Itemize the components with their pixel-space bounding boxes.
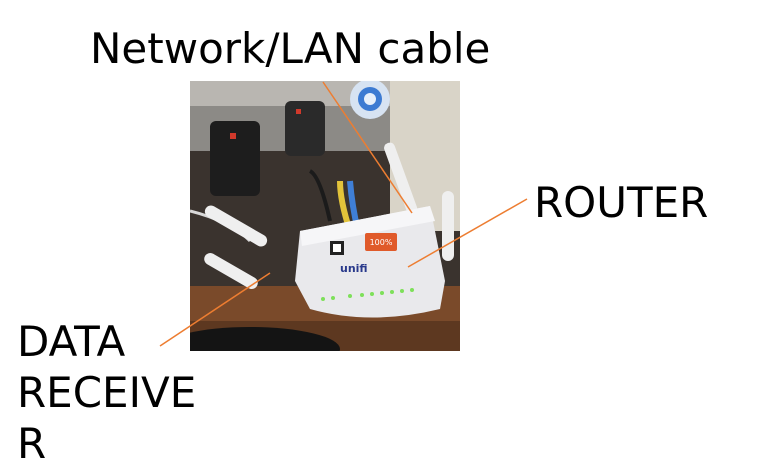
badge-text: 100% xyxy=(370,238,393,247)
network-lan-cable-label: Network/LAN cable xyxy=(90,24,491,73)
router-photo-illustration: 100% unifi xyxy=(190,81,460,351)
status-leds xyxy=(321,288,414,301)
brand-logo-text: unifi xyxy=(340,262,368,275)
router-label: ROUTER xyxy=(534,178,709,227)
data-receiver-label: DATA RECEIVE R xyxy=(17,317,197,468)
router-photo: 100% unifi xyxy=(190,81,460,351)
